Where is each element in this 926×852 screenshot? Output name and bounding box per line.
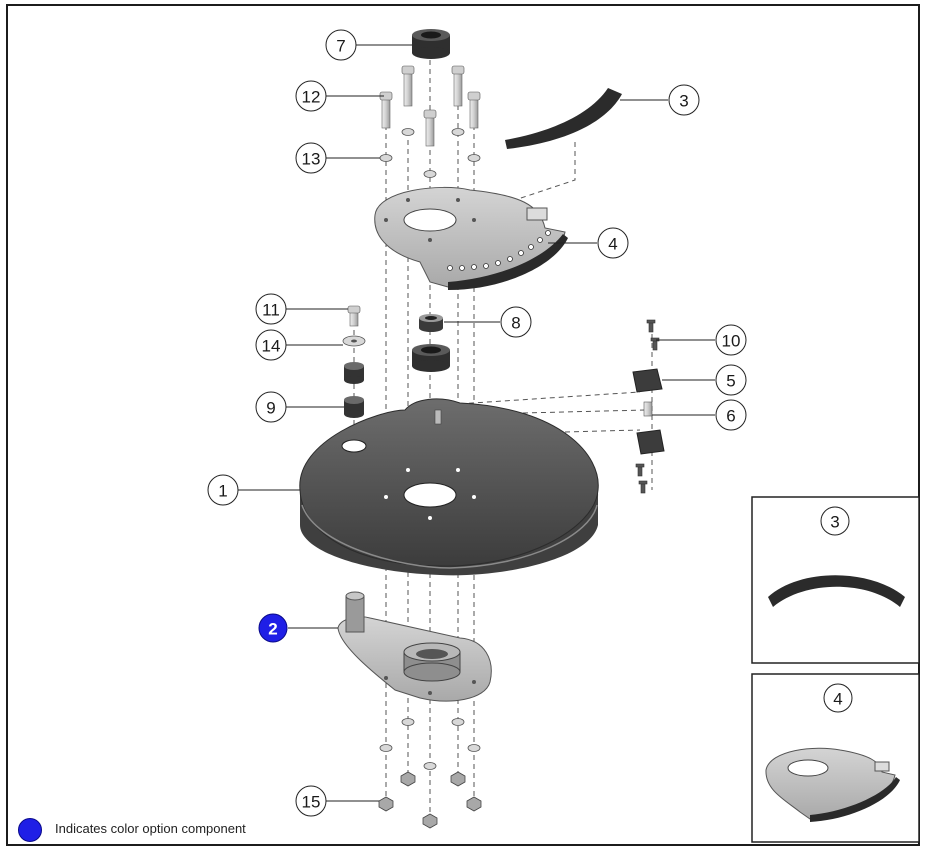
svg-text:15: 15 — [302, 793, 321, 812]
svg-text:9: 9 — [266, 399, 275, 418]
callout-3: 3 — [668, 84, 700, 116]
scale-number: 4 — [818, 592, 823, 601]
part-13-washers — [379, 128, 481, 178]
svg-text:8: 8 — [511, 314, 520, 333]
callout-15: 15 — [295, 785, 327, 817]
scale-number: 7 — [852, 592, 857, 601]
svg-text:12: 12 — [302, 88, 321, 107]
part-1-base-disc — [299, 398, 599, 576]
legend-color-swatch — [18, 818, 42, 842]
part-6-pin — [643, 401, 653, 417]
scale-number: 3 — [807, 594, 812, 603]
part-5-pads — [632, 368, 665, 455]
svg-text:10: 10 — [722, 332, 741, 351]
part-14-washer — [342, 335, 366, 347]
scale-number: 5 — [829, 590, 834, 599]
part-8-bearing — [419, 314, 443, 332]
svg-text:14: 14 — [262, 337, 281, 356]
callout-9: 9 — [255, 391, 287, 423]
legend-label: Indicates color option component — [55, 821, 246, 836]
lower-bearing — [412, 344, 450, 372]
callout-7: 7 — [325, 29, 357, 61]
part-15-nuts — [378, 718, 482, 829]
svg-text:4: 4 — [608, 235, 617, 254]
callout-12: 12 — [295, 80, 327, 112]
disc-tab-fittings — [434, 409, 442, 425]
svg-text:13: 13 — [302, 150, 321, 169]
part-12-bolts — [379, 65, 481, 147]
svg-text:5: 5 — [726, 372, 735, 391]
part-11-screw — [347, 305, 361, 327]
scale-number: 1 — [786, 604, 791, 613]
svg-text:11: 11 — [262, 301, 280, 320]
callout-6: 6 — [715, 399, 747, 431]
callout-11: 11 — [255, 293, 287, 325]
svg-text:3: 3 — [830, 513, 839, 532]
part-9-spacers — [344, 362, 364, 418]
part-10-screws — [635, 319, 660, 494]
leader-lines — [238, 44, 715, 802]
callout-13: 13 — [295, 142, 327, 174]
inset-4-plate-detail: 4 — [751, 673, 920, 843]
callout-8: 8 — [500, 306, 532, 338]
scale-number: 9 — [873, 599, 878, 608]
svg-text:7: 7 — [336, 37, 345, 56]
svg-text:2: 2 — [268, 620, 277, 639]
scale-number: 6 — [840, 590, 845, 599]
svg-text:6: 6 — [726, 407, 735, 426]
callout-4: 4 — [597, 227, 629, 259]
svg-text:1: 1 — [218, 482, 227, 501]
svg-text:3: 3 — [679, 92, 688, 111]
scale-number: 2 — [796, 599, 801, 608]
svg-text:4: 4 — [833, 690, 842, 709]
part-3-scale-strip — [505, 88, 622, 149]
callout-1: 1 — [207, 474, 239, 506]
part-2-lower-mount — [337, 591, 492, 702]
part-7-bearing — [412, 29, 450, 59]
callout-5: 5 — [715, 364, 747, 396]
callout-2-color-option: 2 — [258, 613, 288, 643]
part-4-dial-plate — [374, 186, 568, 290]
scale-number: 8 — [863, 594, 868, 603]
callout-14: 14 — [255, 329, 287, 361]
callout-10: 10 — [715, 324, 747, 356]
scale-number: 10 — [881, 604, 890, 613]
